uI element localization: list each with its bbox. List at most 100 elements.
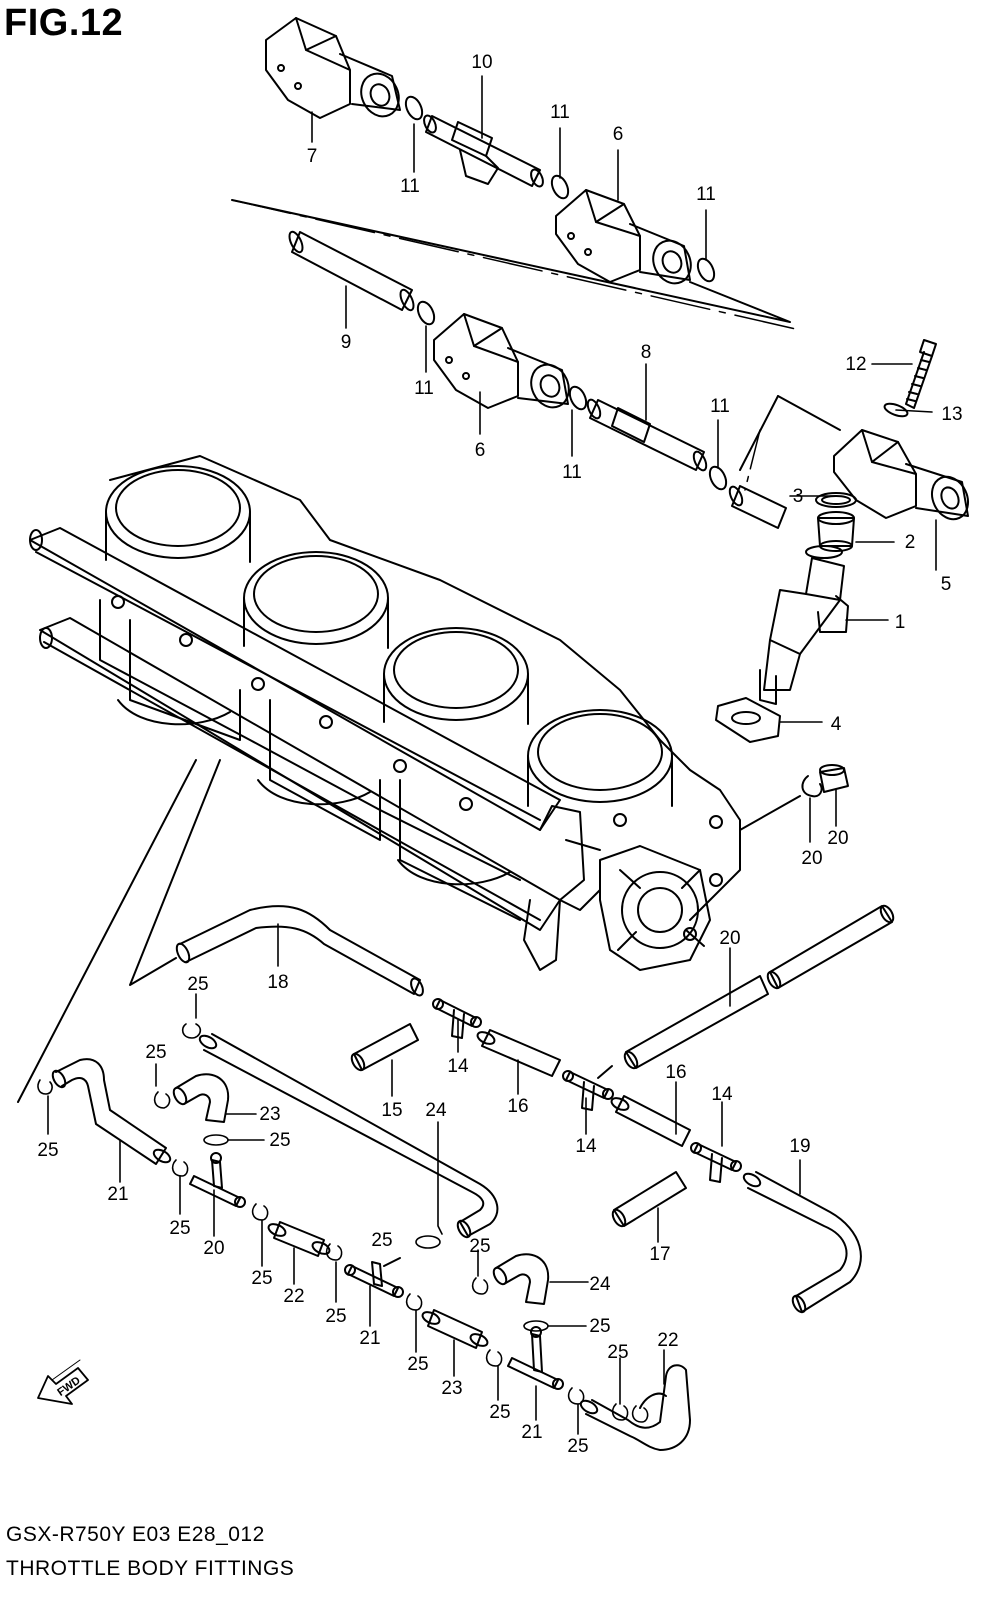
callout-25: 25 [589,1316,610,1337]
clip-18 [801,775,823,798]
pipe-19 [623,904,895,1070]
callout-25: 25 [469,1236,490,1257]
callout-20: 21 [359,1328,380,1349]
callout-11: 11 [414,378,434,399]
leader-17-body [739,795,801,831]
model-code: GSX-R750Y E03 E28_012 [6,1523,265,1546]
callout-20: 20 [203,1238,224,1259]
callout-25: 25 [371,1230,392,1251]
callout-22: 23 [441,1378,462,1399]
injector-assembly [715,492,857,743]
callout-14: 14 [711,1084,733,1105]
callout-25: 25 [169,1218,190,1239]
pipe-8 [586,398,708,472]
callout-20: 21 [521,1422,542,1443]
callout-25: 25 [489,1402,510,1423]
joint-7 [265,17,401,119]
throttle-body [29,455,741,971]
callout-25: 25 [567,1436,588,1457]
callout-25: 25 [269,1130,290,1151]
callout-2: 2 [905,532,916,553]
t-joint-20b [344,1257,404,1298]
callout-24: 24 [425,1100,447,1121]
hose-24 [198,1033,499,1239]
elbow-23b [492,1253,550,1305]
pipe-9 [288,230,415,312]
hose-16-upper [175,905,424,997]
pipe-10 [423,114,544,188]
joint-6-middle [433,313,570,409]
clamps-25 [37,1023,649,1423]
callout-1: 1 [895,612,906,633]
hose-15a [350,1023,419,1072]
callout-12: 12 [845,354,866,375]
callout-23: 23 [259,1104,280,1125]
hose-15c [610,1095,691,1147]
figure-title: FIG.12 [4,2,124,44]
short-pipe [728,485,787,529]
callout-6: 6 [613,124,624,145]
callout-8: 8 [641,342,652,363]
t-joint-14a [432,998,482,1039]
hose-22a [267,1221,331,1257]
callout-11: 11 [562,462,582,483]
elbow-23a [172,1073,230,1123]
joint-5 [833,429,969,521]
callout-11: 11 [550,102,570,123]
callout-10: 10 [471,52,492,73]
callout-25: 25 [407,1354,428,1375]
callout-labels: 7 11 10 11 6 11 9 11 6 11 8 11 12 13 3 2… [37,52,962,1457]
callout-15: 17 [649,1244,670,1265]
callout-13: 13 [941,404,962,425]
callout-16: 18 [267,972,288,993]
callout-25: 25 [145,1042,166,1063]
fwd-label: FWD [55,1375,82,1399]
callout-19: 20 [719,928,740,949]
t-joint-20a [189,1152,246,1208]
t-joint-20c [507,1326,564,1390]
hose-21-left [51,1058,172,1165]
hose-15d [611,1171,687,1228]
fwd-arrow-icon [37,1359,89,1405]
callout-25: 25 [187,974,208,995]
leader-lines [47,75,937,1435]
callout-21: 21 [107,1184,128,1205]
callout-6: 6 [475,440,486,461]
cap-17 [819,764,849,793]
figure-caption: THROTTLE BODY FITTINGS [6,1557,295,1580]
callout-25: 25 [325,1306,346,1327]
callout-15: 15 [381,1100,402,1121]
callout-11: 11 [696,184,716,205]
callout-16: 19 [789,1136,810,1157]
joint-6-upper [555,189,692,285]
callout-17: 20 [827,828,848,849]
callout-14: 14 [447,1056,469,1077]
t-joint-14b [562,1065,614,1111]
callout-9: 9 [341,332,352,353]
callout-21: 22 [657,1330,678,1351]
bolt-12 [905,339,937,409]
callout-14: 14 [575,1136,597,1157]
hose-22b [421,1309,489,1349]
hose-16-lower [742,1171,862,1314]
callout-15: 16 [665,1062,686,1083]
callout-22: 22 [283,1286,304,1307]
t-joint-14c [690,1142,742,1183]
callout-25: 25 [251,1268,272,1289]
callout-3: 3 [793,486,804,507]
callout-4: 4 [831,714,842,735]
callout-25: 25 [607,1342,628,1363]
hose-15b [476,1029,561,1077]
washer-13 [883,402,909,418]
guide-lines [17,199,841,1103]
callout-23: 24 [589,1274,611,1295]
callout-11: 11 [710,396,730,417]
callout-7: 7 [307,146,318,167]
callout-11: 11 [400,176,420,197]
o-rings-11 [404,95,728,491]
callout-15: 16 [507,1096,528,1117]
callout-18: 20 [801,848,822,869]
callout-25: 25 [37,1140,58,1161]
callout-5: 5 [941,574,952,595]
